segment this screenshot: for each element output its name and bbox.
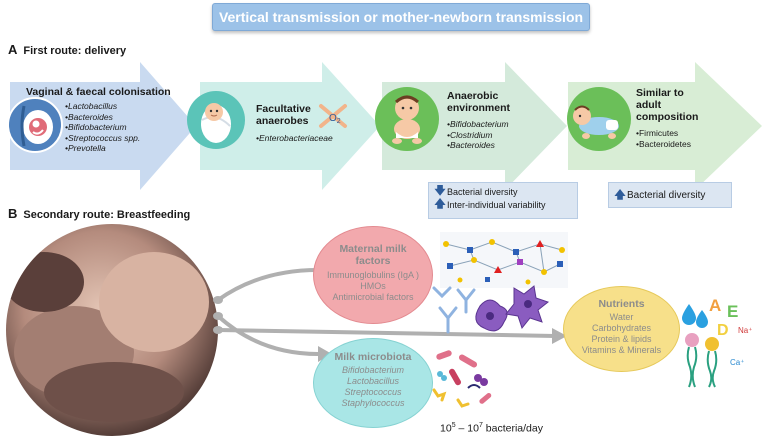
no-oxygen-icon: O2: [319, 104, 347, 128]
stage-2-arrow: [200, 62, 380, 190]
lipid-molecules-icon: [685, 333, 719, 388]
section-b-label: B Secondary route: Breastfeeding: [8, 206, 190, 221]
milk-microbiota-item: Lactobacillus: [346, 376, 400, 386]
stage-1-arrow: [10, 62, 196, 190]
stage-3-item: •Clostridium: [447, 129, 493, 140]
pregnant-woman-icon: [7, 97, 63, 153]
sodium-ion-label: Na⁺: [738, 326, 753, 335]
nutrients-title: Nutrients: [598, 298, 645, 310]
maternal-milk-item: Antimicrobial factors: [332, 292, 414, 302]
stage-3-item: •Bacteroides: [447, 140, 495, 150]
swaddled-baby-icon: [187, 91, 245, 149]
nutrients-item: Water: [609, 312, 634, 322]
info-row: 🡅 Inter-individual variability: [433, 198, 573, 211]
stage-1-item: •Streptococcus spp.: [65, 132, 141, 143]
nutrients-item: Carbohydrates: [591, 323, 652, 333]
milk-microbiota-item: Bifidobacterium: [341, 365, 405, 375]
diversity-variability-box: 🡇 Bacterial diversity 🡅 Inter-individual…: [428, 182, 578, 219]
section-b-letter: B: [8, 206, 18, 221]
water-drops-icon: [682, 304, 708, 328]
arrow-up-icon: 🡅: [434, 198, 446, 210]
section-a-letter: A: [8, 42, 18, 57]
vitamin-a-letter: A: [709, 296, 722, 315]
maternal-milk-item: Immunoglobulins (IgA ): [326, 270, 420, 280]
vitamin-d-letter: D: [717, 322, 729, 339]
stage-1-title: Vaginal & faecal colonisation: [26, 86, 171, 98]
stage-2-title: Facultative anaerobes: [256, 103, 311, 127]
stage-2-item: •Enterobacteriaceae: [256, 133, 333, 143]
bacteria-illustration: [432, 350, 492, 408]
calcium-ion-label: Ca⁺: [730, 358, 745, 367]
milk-microbiota-circle: Milk microbiota Bifidobacterium Lactobac…: [313, 338, 433, 428]
arrow-up-icon: 🡅: [614, 188, 626, 201]
stage-1-item: •Lactobacillus: [65, 101, 118, 111]
info-row: 🡇 Bacterial diversity: [433, 185, 573, 198]
section-a-text: First route: delivery: [23, 45, 127, 57]
breastfeeding-arrows: [213, 262, 567, 362]
stage-4-title: Similar to adult composition: [636, 87, 699, 123]
arrow-down-icon: 🡇: [434, 185, 446, 197]
stage-3-arrow: [382, 62, 567, 190]
stage-4-item: •Bacteroidetes: [636, 138, 691, 149]
section-b-text: Secondary route: Breastfeeding: [23, 209, 191, 221]
stage-3-item: •Bifidobacterium: [447, 119, 509, 129]
maternal-milk-title: Maternal milk factors: [339, 243, 407, 267]
maternal-milk-circle: Maternal milk factors Immunoglobulins (I…: [313, 226, 433, 324]
vitamin-e-letter: E: [727, 302, 739, 321]
milk-microbiota-title: Milk microbiota: [334, 351, 412, 363]
nutrients-circle: Nutrients Water Carbohydrates Protein & …: [563, 286, 680, 372]
stage-1-item: •Bifidobacterium: [65, 122, 127, 132]
stage-3-title: Anaerobic environment: [447, 90, 511, 114]
hmo-molecules-illustration: [440, 232, 568, 288]
stage-4-item: •Firmicutes: [636, 128, 679, 138]
milk-microbiota-item: Streptococcus: [344, 387, 402, 397]
svg-text:O2: O2: [329, 113, 341, 125]
breastfeeding-photo: [6, 224, 218, 436]
milk-microbiota-item: Staphylococcus: [341, 398, 405, 408]
nutrients-item: Vitamins & Minerals: [581, 345, 662, 355]
title-banner: Vertical transmission or mother-newborn …: [212, 3, 590, 31]
title-text: Vertical transmission or mother-newborn …: [218, 9, 584, 25]
nutrients-item: Protein & lipids: [591, 334, 652, 344]
section-a-label: A First route: delivery: [8, 42, 126, 57]
stage-1-item: •Bacteroides: [65, 111, 113, 122]
stage-1-item: •Prevotella: [65, 143, 106, 153]
crawling-baby-icon: [567, 87, 631, 151]
maternal-milk-item: HMOs: [360, 281, 386, 291]
sitting-baby-icon: [375, 87, 439, 151]
antibodies-cells-illustration: [432, 285, 550, 334]
bacteria-per-day: 105 – 107 bacteria/day: [440, 422, 543, 435]
bacterial-diversity-box: 🡅 Bacterial diversity: [608, 182, 732, 208]
